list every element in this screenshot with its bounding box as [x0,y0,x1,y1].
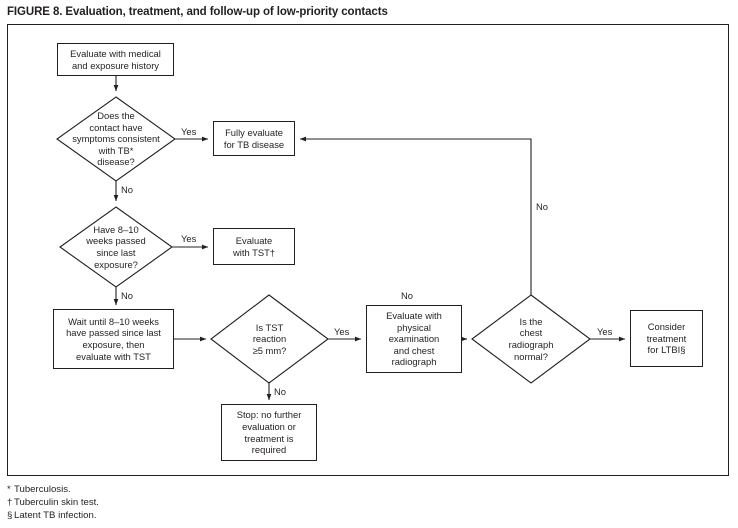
node-evaluate-tst: Evaluate with TST† [213,228,295,265]
edge-label-weeks-yes: Yes [181,233,197,244]
footnote-text: Latent TB infection. [14,510,97,522]
node-radiograph-decision: Is the chest radiograph normal? [472,295,590,383]
node-evaluate-physical: Evaluate with physical examination and c… [366,305,462,373]
edge-label-symptoms-no: No [121,184,133,195]
node-evaluate-history-label: Evaluate with medical and exposure histo… [70,47,161,71]
node-wait-until: Wait until 8–10 weeks have passed since … [53,309,174,369]
edge-label-tst-yes: Yes [334,326,350,337]
edge-label-symptoms-yes: Yes [181,126,197,137]
figure-title: FIGURE 8. Evaluation, treatment, and fol… [7,6,388,18]
node-radiograph-decision-label: Is the chest radiograph normal? [508,315,554,362]
edge-label-physical-no: No [401,290,413,301]
footnote-item: §Latent TB infection. [7,509,99,522]
node-evaluate-history: Evaluate with medical and exposure histo… [57,43,174,76]
node-consider-treatment-label: Consider treatment for LTBI§ [646,321,687,356]
footnote-mark: § [7,510,13,522]
footnote-mark: * [7,484,11,495]
node-fully-evaluate: Fully evaluate for TB disease [213,121,295,156]
footnote-item: †Tuberculin skin test. [7,496,99,509]
node-stop-no-further: Stop: no further evaluation or treatment… [221,404,317,461]
node-tst-reaction-decision: Is TST reaction ≥5 mm? [211,295,328,383]
footnote-text: Tuberculosis. [14,484,71,495]
footnote-mark: † [7,497,13,509]
footnote-item: *Tuberculosis. [7,483,99,496]
node-tst-reaction-decision-label: Is TST reaction ≥5 mm? [252,321,287,356]
node-consider-treatment: Consider treatment for LTBI§ [630,310,703,367]
footnotes: *Tuberculosis. †Tuberculin skin test. §L… [7,483,99,523]
node-symptoms-decision-label: Does the contact have symptoms consisten… [72,110,160,168]
edge-label-weeks-no: No [121,290,133,301]
edge-label-tst-no: No [274,386,286,397]
node-fully-evaluate-label: Fully evaluate for TB disease [223,126,285,150]
edge-label-radiograph-no: No [536,201,548,212]
node-symptoms-decision: Does the contact have symptoms consisten… [57,97,175,181]
footnote-text: Tuberculin skin test. [14,497,99,509]
node-weeks-decision: Have 8–10 weeks passed since last exposu… [60,207,172,287]
edge-label-radiograph-yes: Yes [597,326,613,337]
node-evaluate-tst-label: Evaluate with TST† [232,234,276,258]
node-stop-no-further-label: Stop: no further evaluation or treatment… [236,409,302,456]
node-evaluate-physical-label: Evaluate with physical examination and c… [386,310,442,368]
node-weeks-decision-label: Have 8–10 weeks passed since last exposu… [86,223,146,270]
node-wait-until-label: Wait until 8–10 weeks have passed since … [66,315,161,362]
